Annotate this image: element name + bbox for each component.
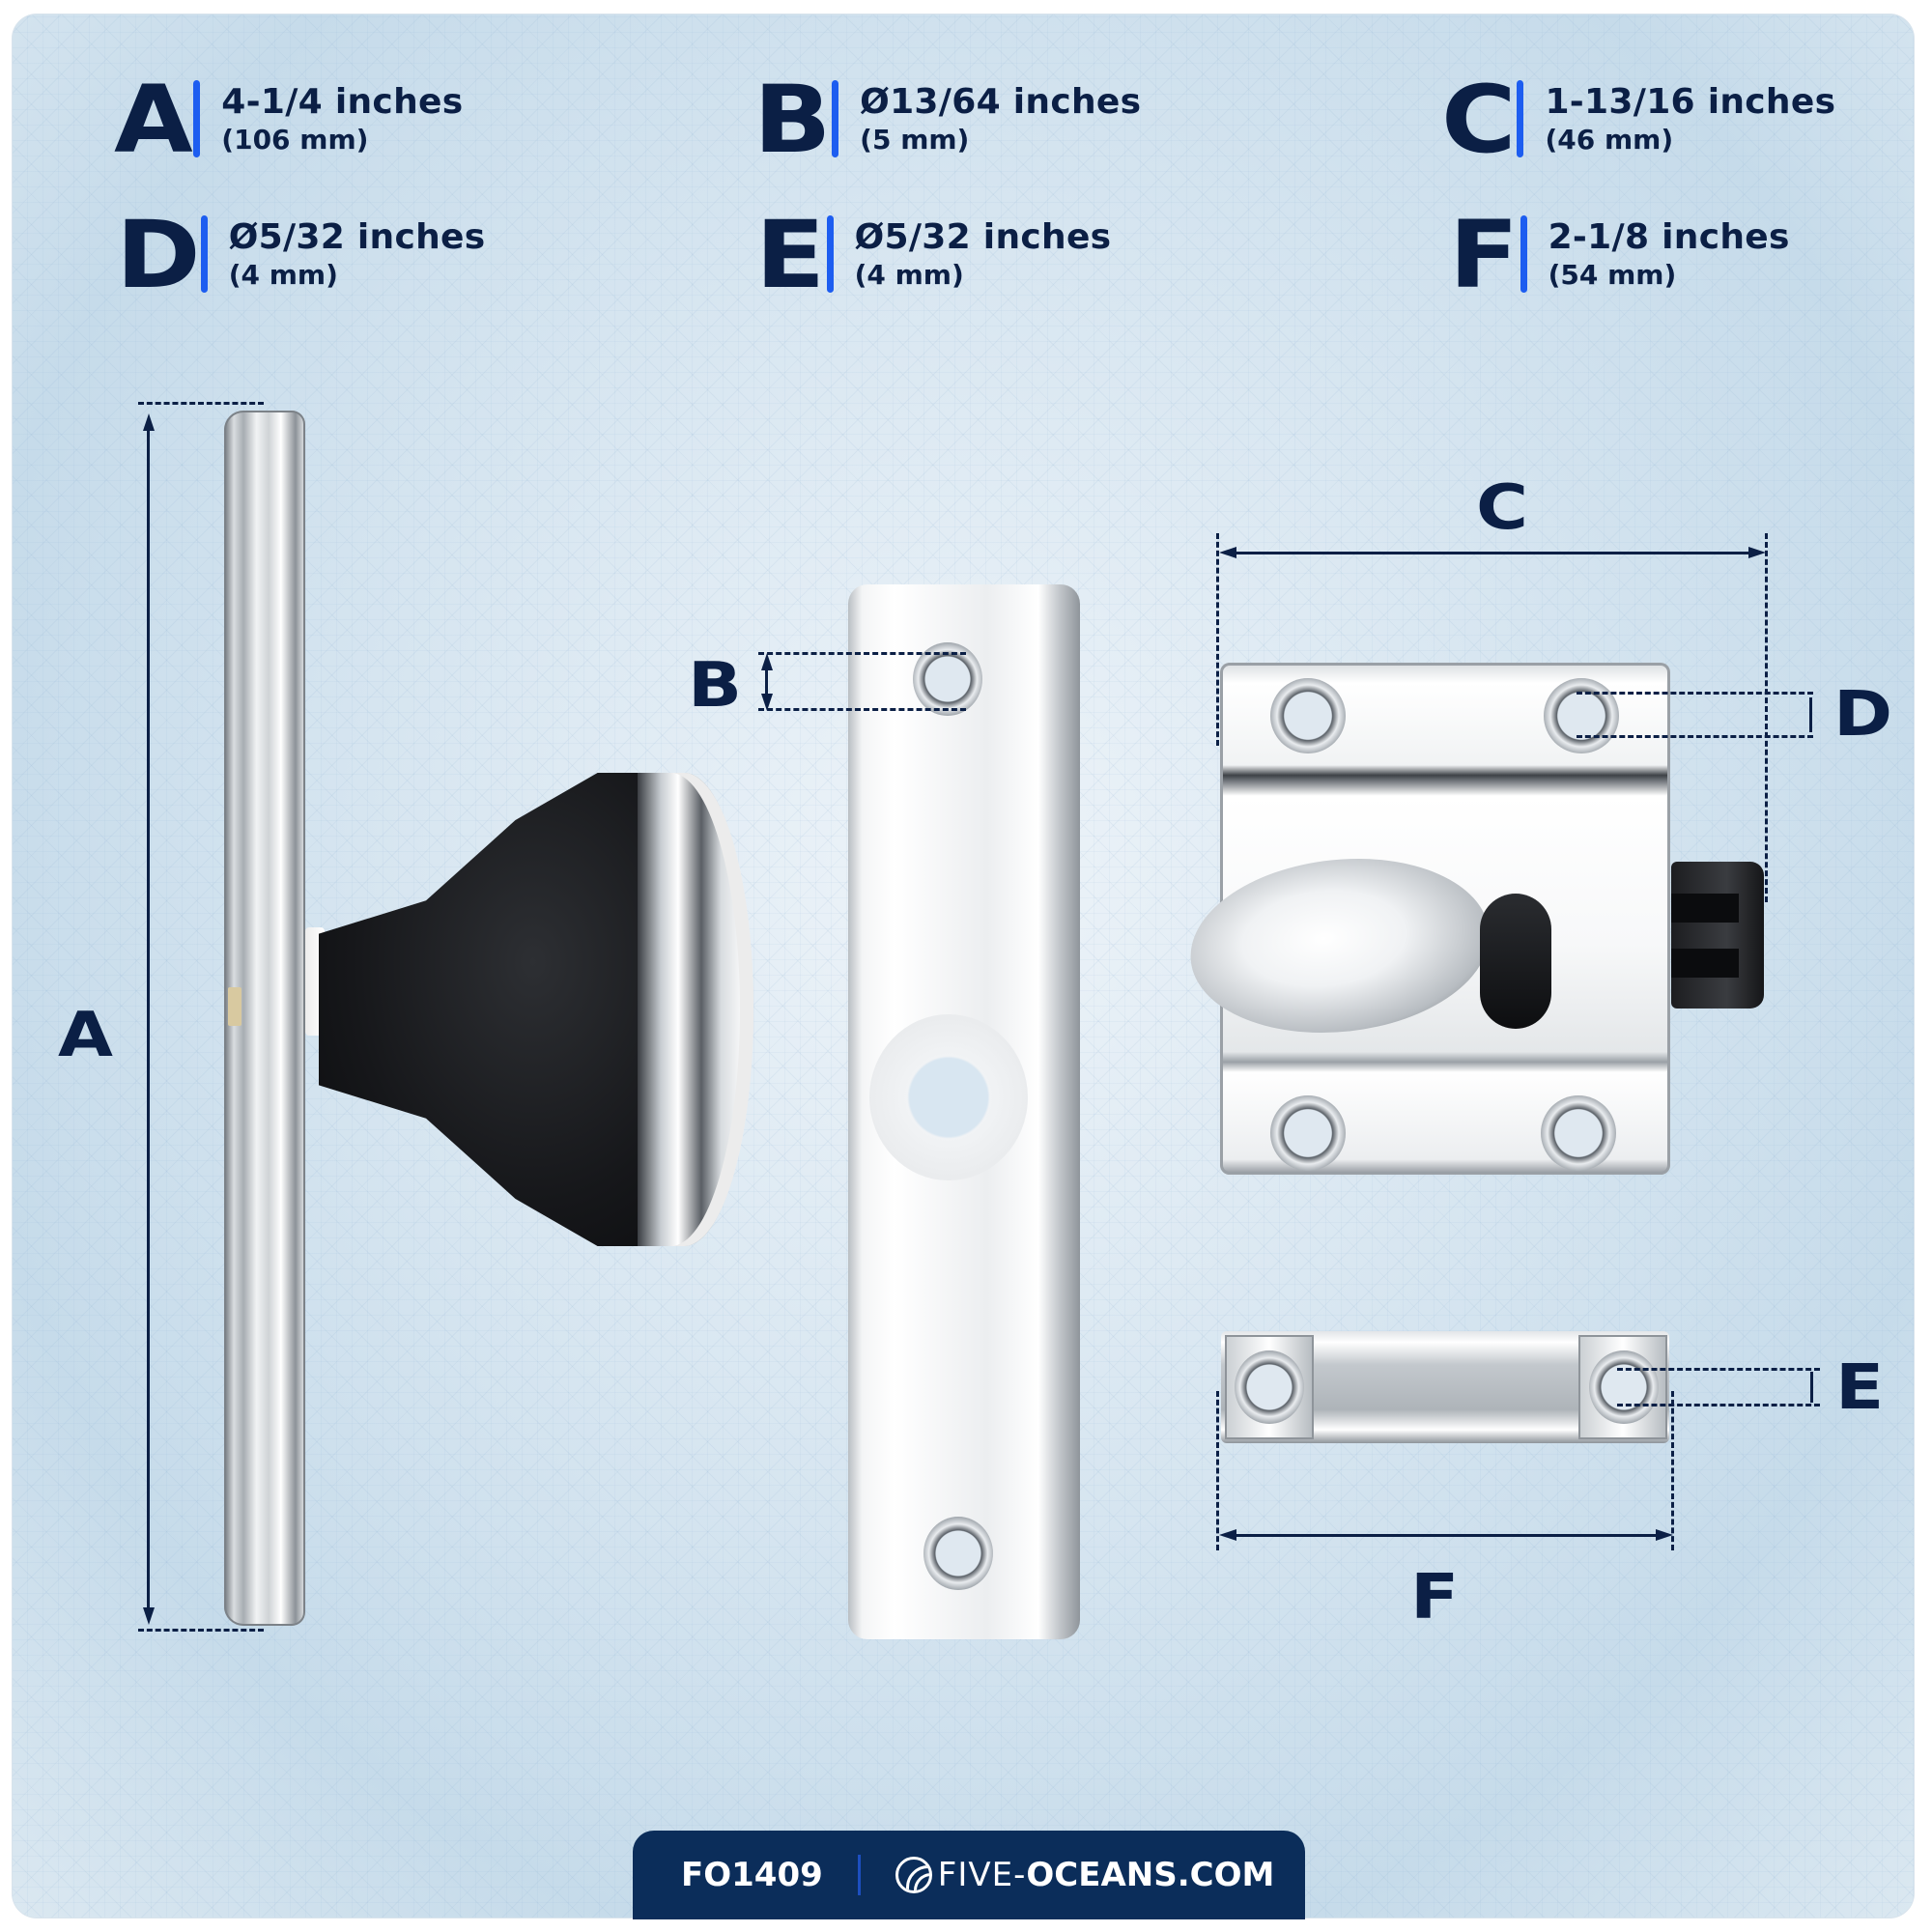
screw-hole bbox=[1270, 1095, 1346, 1171]
arrow-right-icon bbox=[1748, 547, 1766, 558]
screw-hole bbox=[1270, 678, 1346, 753]
plate-washer bbox=[869, 1014, 1028, 1180]
arrow-right-icon bbox=[1656, 1529, 1673, 1541]
arrow-left-icon bbox=[1219, 1529, 1236, 1541]
dim-f-right-extension bbox=[1671, 1391, 1674, 1550]
latch-slot bbox=[1480, 894, 1551, 1029]
spec-inches: Ø13/64 inches bbox=[860, 82, 1142, 122]
latch-bolt-groove bbox=[1671, 894, 1739, 923]
dim-d-line bbox=[1809, 697, 1812, 732]
dim-c-label: C bbox=[1476, 472, 1529, 544]
spec-e: E Ø5/32 inches(4 mm) bbox=[755, 201, 1112, 309]
dim-b-bottom-extension bbox=[758, 708, 966, 711]
arrow-up-icon bbox=[143, 413, 155, 431]
arrow-down-icon bbox=[143, 1607, 155, 1625]
spec-divider bbox=[1517, 80, 1524, 157]
brand-name-bold: OCEANS.COM bbox=[1026, 1856, 1275, 1894]
dim-f-left-extension bbox=[1216, 1391, 1219, 1550]
spec-divider bbox=[1520, 215, 1527, 293]
dim-a-bottom-extension bbox=[138, 1629, 264, 1632]
dim-d-top-extension bbox=[1577, 692, 1813, 695]
spec-divider bbox=[826, 215, 834, 293]
screw-hole bbox=[1541, 1095, 1616, 1171]
dim-d-label: D bbox=[1833, 679, 1893, 751]
spec-letter: F bbox=[1449, 201, 1519, 309]
spec-inches: Ø5/32 inches bbox=[854, 217, 1112, 257]
spec-d: D Ø5/32 inches(4 mm) bbox=[116, 201, 486, 309]
dim-a-top-extension bbox=[138, 402, 264, 405]
footer-banner: FO1409 FIVE- OCEANS.COM bbox=[633, 1831, 1305, 1919]
dim-b-top-extension bbox=[758, 652, 966, 655]
arrow-up-icon bbox=[761, 653, 773, 670]
spec-inches: Ø5/32 inches bbox=[228, 217, 486, 257]
screw-hole bbox=[1544, 678, 1619, 753]
dim-c-line bbox=[1227, 552, 1756, 554]
dim-f-line bbox=[1227, 1534, 1663, 1537]
latch-bolt-groove bbox=[1671, 949, 1739, 978]
spec-mm: (5 mm) bbox=[860, 124, 970, 156]
spec-letter: B bbox=[753, 66, 831, 174]
spec-mm: (106 mm) bbox=[221, 124, 369, 156]
spec-divider bbox=[200, 215, 208, 293]
dim-a-label: A bbox=[58, 1000, 113, 1071]
knob-cap bbox=[638, 773, 753, 1246]
spec-c: C 1-13/16 inches(46 mm) bbox=[1441, 66, 1836, 174]
spec-letter: E bbox=[755, 201, 825, 309]
screw-hole bbox=[1235, 1350, 1304, 1424]
dim-e-bottom-extension bbox=[1617, 1404, 1820, 1406]
footer-divider bbox=[857, 1855, 861, 1895]
dim-e-top-extension bbox=[1617, 1368, 1820, 1371]
brand-logo[interactable]: FIVE- OCEANS.COM bbox=[895, 1856, 1275, 1894]
screw-hole bbox=[1589, 1350, 1659, 1424]
screw-hole bbox=[923, 1517, 993, 1590]
brand-name-light: FIVE- bbox=[937, 1856, 1027, 1894]
spec-inches: 2-1/8 inches bbox=[1548, 217, 1790, 257]
spec-mm: (4 mm) bbox=[854, 259, 964, 291]
spec-mm: (46 mm) bbox=[1545, 124, 1674, 156]
spec-b: B Ø13/64 inches(5 mm) bbox=[753, 66, 1142, 174]
spec-f: F 2-1/8 inches(54 mm) bbox=[1449, 201, 1790, 309]
spec-a: A 4-1/4 inches(106 mm) bbox=[114, 66, 464, 174]
spec-divider bbox=[193, 80, 201, 157]
spec-inches: 1-13/16 inches bbox=[1545, 82, 1836, 122]
dim-a-line bbox=[147, 425, 150, 1609]
dim-e-line bbox=[1810, 1372, 1813, 1403]
spec-letter: D bbox=[116, 201, 201, 309]
dim-d-bottom-extension bbox=[1577, 735, 1813, 738]
knob-backplate-clip bbox=[228, 987, 242, 1026]
dim-e-label: E bbox=[1835, 1352, 1885, 1424]
spec-inches: 4-1/4 inches bbox=[221, 82, 464, 122]
spec-letter: C bbox=[1441, 66, 1517, 174]
spec-divider bbox=[832, 80, 839, 157]
latch-bolt bbox=[1671, 862, 1764, 1009]
dim-b-line bbox=[765, 661, 768, 703]
spec-letter: A bbox=[114, 66, 193, 174]
arrow-down-icon bbox=[761, 694, 773, 711]
spec-mm: (54 mm) bbox=[1548, 259, 1677, 291]
dim-f-label: F bbox=[1410, 1562, 1460, 1634]
dim-b-label: B bbox=[688, 650, 743, 722]
arrow-left-icon bbox=[1219, 547, 1236, 558]
product-sku: FO1409 bbox=[681, 1856, 823, 1894]
spec-mm: (4 mm) bbox=[228, 259, 338, 291]
dim-c-left-extension bbox=[1216, 533, 1219, 746]
dim-c-right-extension bbox=[1765, 533, 1768, 902]
shell-wave-icon bbox=[895, 1857, 932, 1893]
